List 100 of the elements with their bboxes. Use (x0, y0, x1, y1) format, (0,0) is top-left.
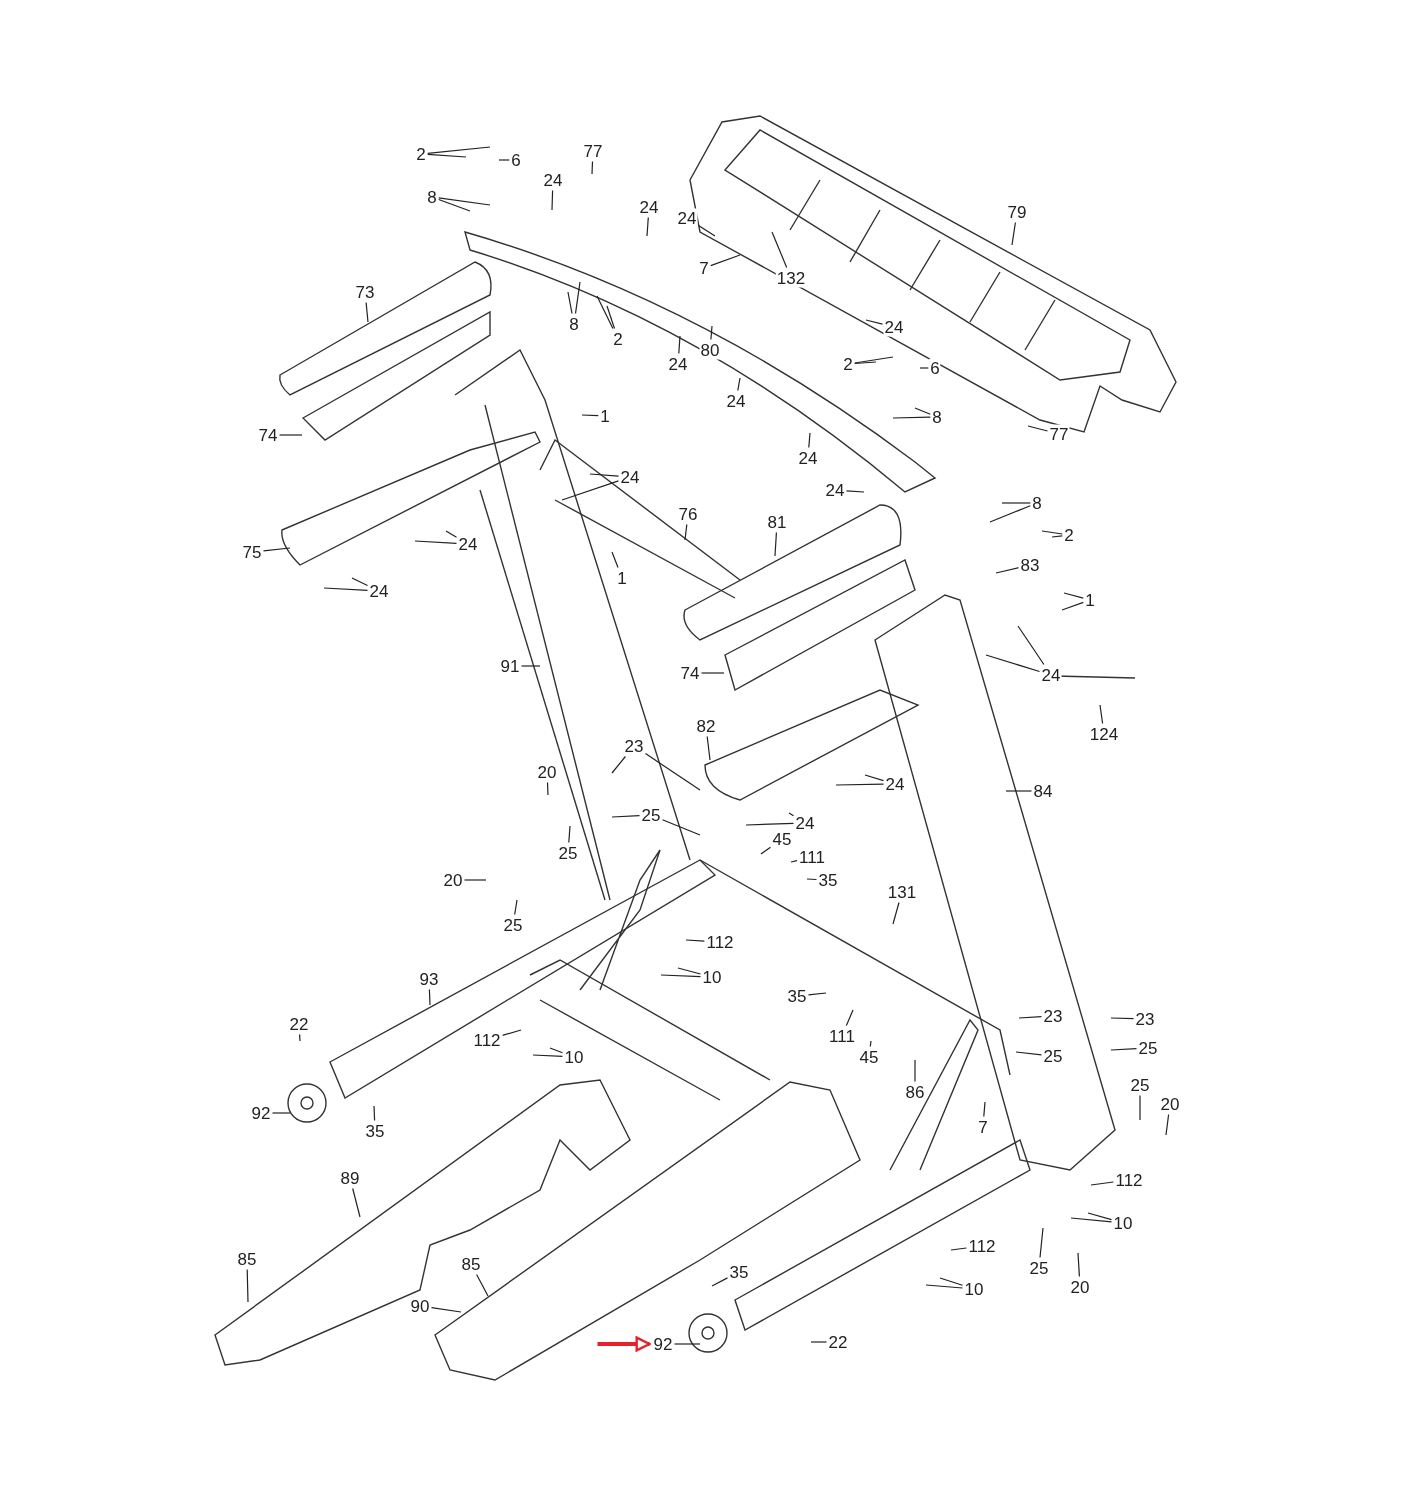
leader-line (299, 1033, 301, 1042)
leader-line (498, 159, 510, 161)
leader-line (1017, 625, 1045, 666)
leader-line (745, 822, 795, 826)
leader-line (737, 377, 741, 392)
leader-line (1061, 601, 1084, 611)
leader-line (1011, 221, 1016, 246)
leader-line (661, 819, 701, 836)
leader-line (351, 577, 369, 587)
leader-line (596, 295, 614, 330)
leader-line (700, 672, 725, 674)
leader-line (581, 414, 599, 417)
leader-line (1165, 1113, 1170, 1136)
leader-line (950, 1247, 967, 1251)
leader-line (611, 755, 626, 774)
leader-line (502, 1029, 522, 1036)
leader-line (445, 530, 458, 538)
leader-line (1110, 1017, 1135, 1020)
leader-line (373, 1105, 376, 1122)
leader-line (1099, 704, 1104, 725)
leader-line (427, 153, 467, 158)
leader-line (589, 473, 620, 477)
leader-line (989, 505, 1031, 523)
leader-line (1015, 1051, 1043, 1056)
leader-line (864, 774, 885, 782)
leader-line (845, 1009, 854, 1027)
leader-line (1051, 535, 1063, 538)
leader-line (414, 540, 458, 544)
leader-line (427, 146, 491, 154)
leader-line (1139, 1094, 1141, 1121)
leader-line (591, 160, 594, 175)
leader-line (925, 1284, 964, 1289)
leader-line (246, 1268, 249, 1303)
leader-line (463, 879, 487, 881)
leader-line (546, 781, 549, 796)
leader-line (774, 531, 777, 557)
leader-line (685, 939, 705, 942)
leader-line (854, 361, 877, 365)
leader-line (678, 335, 681, 355)
leader-line (835, 783, 885, 786)
leader-line (1110, 1048, 1138, 1051)
leader-line (438, 197, 491, 206)
leader-line (760, 846, 772, 855)
leader-line (271, 1112, 291, 1114)
leader-line (567, 291, 573, 315)
leader-line (1077, 1252, 1080, 1278)
leader-line (790, 860, 798, 863)
leader-line (919, 367, 929, 369)
leader-line (808, 432, 811, 449)
leader-line (561, 480, 620, 501)
leader-line (323, 587, 369, 591)
leader-line (1039, 1227, 1044, 1259)
leader-line (549, 1047, 564, 1054)
leader-line (514, 899, 518, 916)
leader-line (914, 1059, 916, 1083)
leader-line (697, 224, 716, 237)
leader-line (939, 1277, 964, 1286)
leader-line (430, 1307, 462, 1313)
leader-line (611, 815, 641, 818)
leader-line (352, 1187, 361, 1218)
leader-line (684, 523, 688, 541)
leader-line (1041, 530, 1063, 535)
leader-line (644, 753, 701, 791)
leader-line (995, 567, 1020, 574)
leader-line (985, 654, 1041, 673)
leader-line (1005, 790, 1033, 792)
leader-line (1070, 1217, 1113, 1223)
leader-line (551, 189, 554, 211)
leader-line (892, 416, 931, 419)
leader-line (568, 825, 571, 844)
leader-line (677, 967, 702, 975)
leader-line (865, 319, 884, 325)
leader-line (810, 1341, 828, 1343)
leader-line (892, 901, 900, 925)
leader-line (646, 216, 649, 237)
leader-line (520, 665, 541, 667)
leader-line (476, 1273, 489, 1297)
leader-line (365, 301, 369, 323)
leader-line (278, 434, 303, 436)
leader-line (711, 1277, 729, 1287)
pointer-arrow (597, 1336, 651, 1352)
leader-line (1027, 425, 1049, 432)
leader-line (806, 878, 818, 881)
leader-line (788, 812, 795, 817)
leader-line (706, 735, 711, 761)
leader-line (606, 305, 616, 330)
leader-line (869, 1040, 872, 1048)
leader-line (438, 198, 471, 212)
leader-line (1063, 592, 1084, 599)
leader-line (673, 1343, 701, 1345)
leader-line (807, 992, 827, 996)
leader-line (710, 325, 713, 341)
leader-line (1018, 1016, 1043, 1019)
leader-line (1087, 1212, 1113, 1221)
leader-line (428, 988, 431, 1006)
leader-line (1001, 502, 1031, 504)
leader-line (532, 1054, 564, 1057)
leader-line (771, 231, 788, 269)
leader-line (262, 547, 291, 552)
leader-line (660, 974, 702, 978)
